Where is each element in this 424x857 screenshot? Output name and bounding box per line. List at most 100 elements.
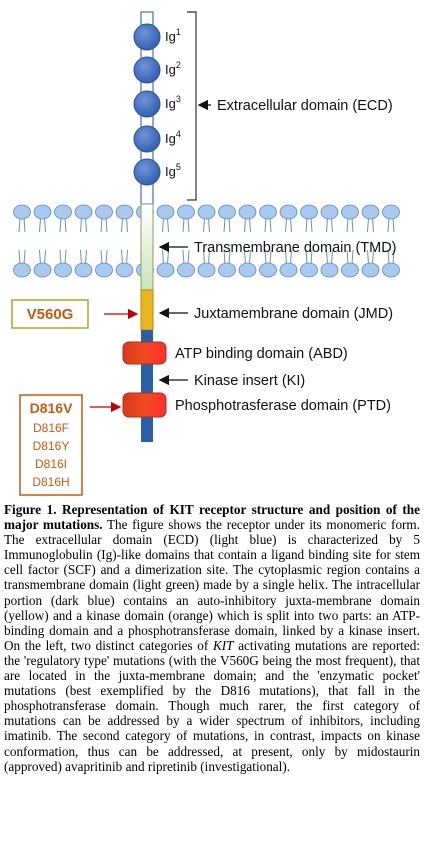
lipid-head xyxy=(382,262,400,278)
lipid-head xyxy=(320,262,339,278)
lipid-head xyxy=(156,204,175,220)
lipid-head xyxy=(218,204,236,220)
lipid-tail xyxy=(121,217,123,233)
lipid-tail xyxy=(162,217,164,233)
ig-domain-5: Ig5 xyxy=(133,158,181,186)
ig-number: 5 xyxy=(176,162,181,172)
lipid-tail xyxy=(203,217,205,233)
lipid-tail xyxy=(105,217,108,233)
lipid-tail xyxy=(23,249,26,265)
lipid-tail xyxy=(85,217,87,233)
lipid-head xyxy=(13,262,31,278)
lipid-tail xyxy=(392,217,395,233)
lipid-tail xyxy=(39,249,41,265)
lipid-head xyxy=(33,204,52,220)
ig-label: Ig xyxy=(165,29,176,44)
lipid-head xyxy=(279,262,298,278)
lipid-tail xyxy=(23,217,26,233)
lipid-tail xyxy=(59,217,62,233)
d816f-label: D816F xyxy=(33,421,69,435)
lipid-tail xyxy=(351,217,354,233)
lipid-tail xyxy=(367,217,369,233)
lipid-tail xyxy=(331,217,333,233)
lipid-head xyxy=(177,204,195,220)
figure-caption: Figure 1. Representation of KIT receptor… xyxy=(4,502,420,774)
lipid-head xyxy=(238,204,257,220)
lipid-head xyxy=(218,262,236,278)
v560g-label: V560G xyxy=(27,306,74,323)
lipid-head xyxy=(197,204,216,220)
juxtamembrane-domain-stem xyxy=(140,289,154,331)
caption-gene: KIT xyxy=(212,637,234,653)
v560g-box xyxy=(11,299,89,329)
lipid-tail xyxy=(167,249,169,265)
lipid-tail xyxy=(126,217,128,233)
lipid-head xyxy=(259,262,277,278)
phosphotransferase-domain xyxy=(122,392,167,418)
lipid-tail xyxy=(44,249,46,265)
lipid-tail xyxy=(290,249,292,265)
lipid-tail xyxy=(39,217,41,233)
lipid-tail xyxy=(85,249,87,265)
lipid-head xyxy=(382,204,400,220)
lipid-tail xyxy=(182,249,185,265)
lipid-tail xyxy=(346,249,349,265)
lipid-tail xyxy=(269,249,272,265)
lipid-head xyxy=(54,204,72,220)
lipid-head xyxy=(156,262,175,278)
lipid-tail xyxy=(228,249,231,265)
cell-membrane xyxy=(13,204,400,278)
lipid-head xyxy=(115,262,134,278)
lipid-head xyxy=(95,204,113,220)
lipid-tail xyxy=(346,217,349,233)
lipid-tail xyxy=(167,217,169,233)
tmd-label: Transmembrane domain (TMD) xyxy=(194,240,397,256)
lipid-head xyxy=(177,262,195,278)
ig-domain-3: Ig3 xyxy=(133,90,181,118)
lipid-head xyxy=(13,204,31,220)
d816y-label: D816Y xyxy=(33,439,70,453)
lipid-tail xyxy=(387,217,390,233)
transmembrane-domain-stem xyxy=(140,203,154,291)
lipid-tail xyxy=(100,217,103,233)
lipid-tail xyxy=(64,217,67,233)
ig-label: Ig xyxy=(165,131,176,146)
lipid-tail xyxy=(44,217,46,233)
lipid-head xyxy=(361,262,380,278)
lipid-head xyxy=(300,262,318,278)
lipid-head xyxy=(54,262,72,278)
ig-number: 4 xyxy=(176,129,181,139)
lipid-tail xyxy=(18,217,21,233)
lipid-head xyxy=(74,204,93,220)
lipid-head xyxy=(361,204,380,220)
ecd-bracket xyxy=(187,11,197,201)
lipid-tail xyxy=(387,249,390,265)
ig-number: 1 xyxy=(176,27,181,37)
lipid-tail xyxy=(372,249,374,265)
kit-receptor-diagram: Ig1 Ig2 Ig3 Ig4 Ig5 Extracellular domain… xyxy=(11,11,400,496)
jmd-label: Juxtamembrane domain (JMD) xyxy=(194,306,393,322)
svg-text:Ig1: Ig1 xyxy=(165,27,181,44)
lipid-tail xyxy=(392,249,395,265)
lipid-head xyxy=(259,204,277,220)
lipid-tail xyxy=(310,249,313,265)
svg-text:Ig4: Ig4 xyxy=(165,129,181,146)
ecd-label: Extracellular domain (ECD) xyxy=(217,98,393,114)
lipid-tail xyxy=(305,217,308,233)
lipid-tail xyxy=(223,249,226,265)
abd-label: ATP binding domain (ABD) xyxy=(175,346,348,362)
caption-text-1: The figure shows the receptor under its … xyxy=(4,517,420,638)
lipid-tail xyxy=(223,217,226,233)
lipid-tail xyxy=(126,249,128,265)
lipid-tail xyxy=(182,217,185,233)
lipid-tail xyxy=(249,249,251,265)
ig-domain-2: Ig2 xyxy=(133,56,181,84)
ig-label: Ig xyxy=(165,164,176,179)
lipid-tail xyxy=(290,217,292,233)
ptd-label: Phosphotrasferase domain (PTD) xyxy=(175,398,391,414)
caption-text-2: On the left, two distinct categories of xyxy=(4,637,213,653)
svg-text:Ig5: Ig5 xyxy=(165,162,181,179)
ig-domain-4: Ig4 xyxy=(133,125,181,153)
lipid-tail xyxy=(305,249,308,265)
lipid-tail xyxy=(244,249,246,265)
